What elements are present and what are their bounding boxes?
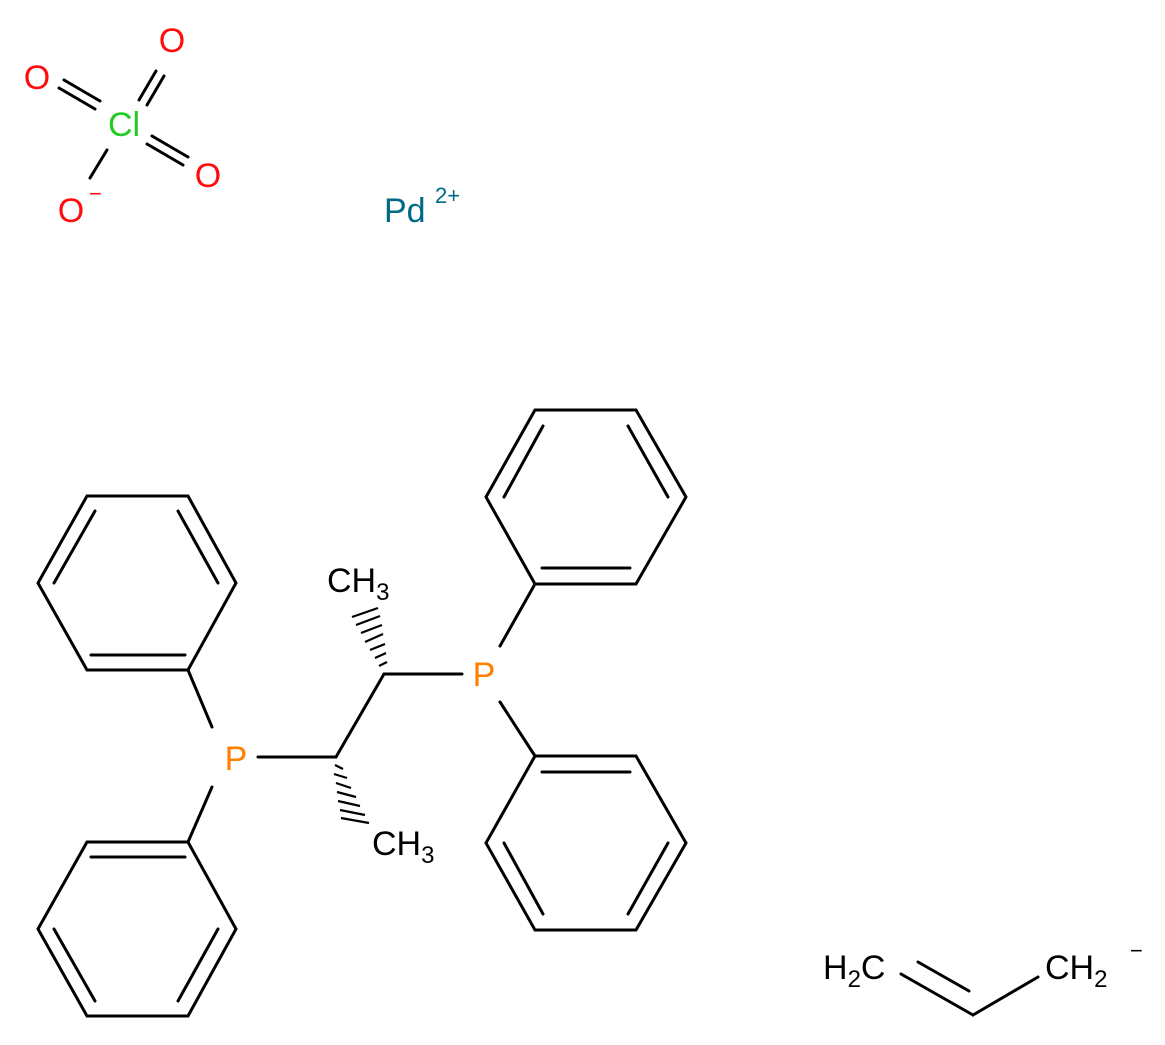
allyl-ch2-label: CH2 [1045, 949, 1107, 993]
phenyl-ring-top-right [484, 408, 688, 586]
oxygen-atom-anion: O [58, 192, 84, 230]
palladium-atom: Pd [384, 192, 426, 230]
chlorine-atom: Cl [108, 106, 140, 144]
ligand-backbone-bonds [256, 672, 464, 759]
phenyl-ring-bottom-right [484, 754, 688, 932]
phenyl-ring-bottom-left [36, 840, 238, 1018]
palladium-charge: 2+ [435, 183, 460, 208]
oxygen-atom-top: O [159, 22, 185, 60]
palladium-cation: Pd 2+ [384, 183, 460, 230]
phosphorus-atom-left: P [225, 740, 248, 778]
methyl-top-label: CH3 [327, 562, 389, 606]
oxygen-negative-charge: − [89, 181, 102, 206]
allyl-h2c-label: H2C [823, 949, 885, 993]
allyl-bonds [899, 960, 1040, 1017]
oxygen-atom-left: O [24, 59, 50, 97]
phosphorus-atom-right: P [473, 656, 496, 694]
methyl-bottom-label: CH3 [372, 825, 434, 869]
allyl-negative-charge: − [1130, 938, 1143, 963]
methyl-group-bottom: CH3 [372, 825, 434, 869]
phenyl-ring-top-left [36, 494, 238, 672]
perchlorate-anion: O O Cl O O − [24, 22, 221, 230]
allyl-anion: H2C CH2 − [823, 938, 1143, 1017]
phosphorus-aryl-bonds [186, 582, 537, 844]
oxygen-atom-right: O [195, 157, 221, 195]
bisphosphine-ligand: P P CH3 CH3 [36, 408, 688, 1018]
hashed-wedge-bottom [333, 764, 370, 825]
hashed-wedge-top [351, 606, 388, 667]
methyl-group-top: CH3 [327, 562, 389, 606]
perchlorate-bonds [57, 69, 190, 180]
